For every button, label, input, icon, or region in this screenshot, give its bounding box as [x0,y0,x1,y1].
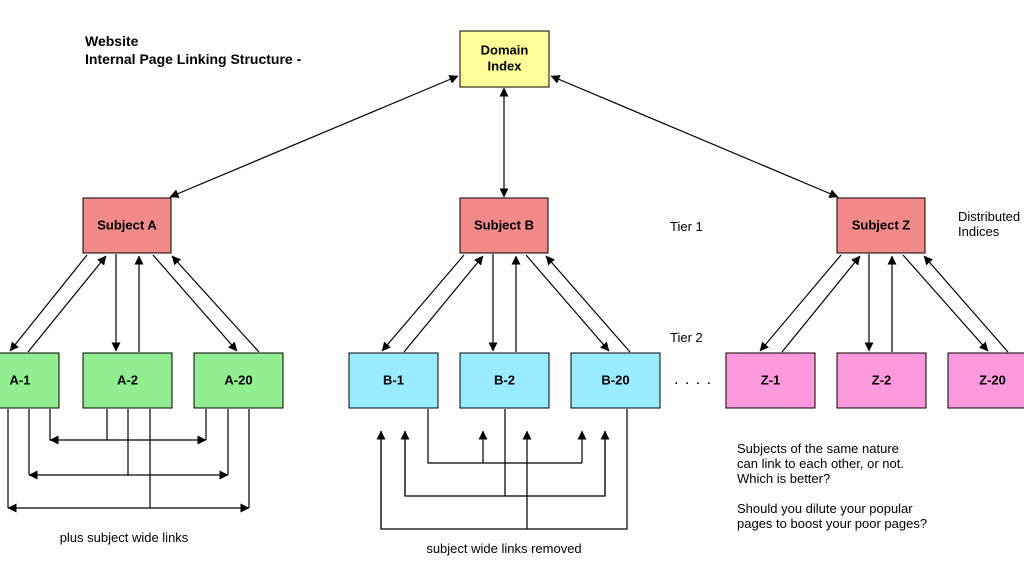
page-z1-label: Z-1 [761,372,781,387]
page-z2-box [836,352,927,409]
page-z20-box [947,352,1024,409]
diagram-title-line2: Internal Page Linking Structure - [85,51,302,67]
domain-index-label-1: Domain [481,42,529,57]
link-a1-to-a [27,255,107,353]
note-q1-line1: Subjects of the same nature [737,441,899,456]
subject-a-label: Subject A [97,217,157,232]
subject-a-box [82,197,172,254]
a-sibling-link-1-stem [49,409,54,441]
diagram-title-line1: Website [85,33,139,49]
ellipsis-dots: . . . . [674,371,712,388]
page-b1-label: B-1 [383,372,404,387]
distributed-label-2: Indices [958,224,1000,239]
page-z20-label: Z-20 [979,372,1006,387]
distributed-label-1: Distributed [958,209,1020,224]
link-b20-to-b [545,255,631,353]
page-b20-label: B-20 [601,372,629,387]
page-b1-box [348,352,439,409]
subject-z-label: Subject Z [852,217,911,232]
page-b2-box [459,352,550,409]
subject-b-box [459,197,549,254]
note-q1-line3: Which is better? [737,471,830,486]
caption-subject-wide-links-removed: subject wide links removed [426,541,581,556]
page-z1-box [725,352,816,409]
link-b1-to-b [403,255,484,353]
link-a-to-a20 [152,254,238,352]
note-q2-line2: pages to boost your poor pages? [737,516,927,531]
page-a20-label: A-20 [224,372,252,387]
b-link-1-base [427,409,582,464]
link-z20-to-z [923,255,1009,353]
note-q2-line1: Should you dilute your popular [737,501,913,516]
domain-index-label-2: Index [488,58,523,73]
link-z-to-z1 [759,254,842,352]
link-domain-subject-a [169,75,459,198]
link-a-to-a1 [9,254,88,352]
link-b-to-b1 [381,254,465,352]
page-a2-label: A-2 [117,372,138,387]
link-domain-subject-z [550,75,839,198]
page-a2-box [82,352,173,409]
link-b-to-b20 [525,254,610,352]
note-q1-line2: can link to each other, or not. [737,456,904,471]
page-a1-box [0,352,60,409]
link-a20-to-a [171,255,260,353]
caption-subject-wide-links: plus subject wide links [60,530,189,545]
link-z-to-z20 [902,254,989,352]
page-a20-box [193,352,284,409]
link-z1-to-z [781,255,861,353]
subject-z-box [836,197,926,254]
page-b20-box [570,352,661,409]
b-link-3-base [380,409,628,530]
page-b2-label: B-2 [494,372,515,387]
tier2-label: Tier 2 [670,330,703,345]
page-a1-label: A-1 [10,372,31,387]
tier1-label: Tier 1 [670,219,703,234]
subject-b-label: Subject B [474,217,534,232]
page-z2-label: Z-2 [872,372,892,387]
domain-index-box [459,30,550,88]
